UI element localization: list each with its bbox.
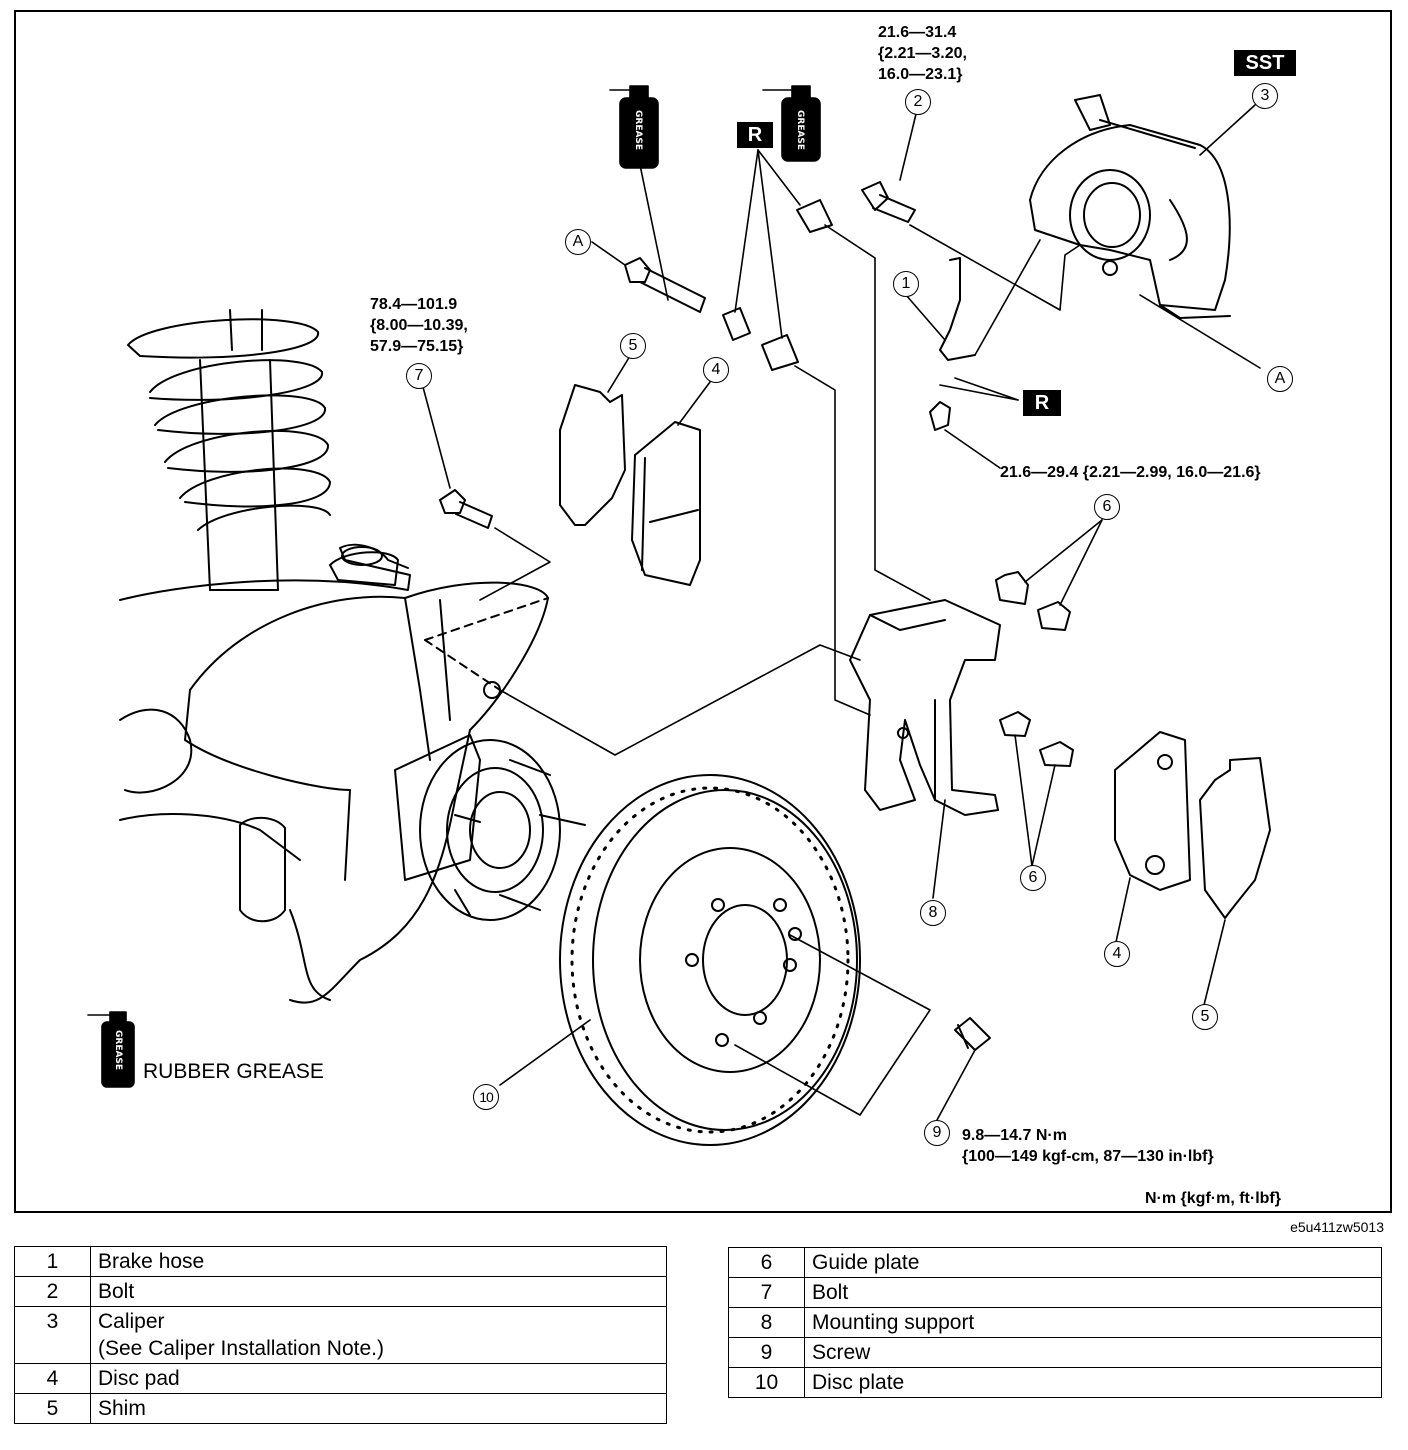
callout-8: 8: [920, 900, 946, 926]
grease-tube-text-2: GREASE: [795, 110, 805, 150]
callout-7: 7: [406, 363, 432, 389]
torque-spec-bolt-2: 21.6—31.4 {2.21—3.20, 16.0—23.1}: [878, 24, 967, 83]
callout-6-bottom: 6: [1020, 865, 1046, 891]
part-note: (See Caliper Installation Note.): [98, 1337, 384, 1360]
part-name-with-note: Caliper (See Caliper Installation Note.): [90, 1306, 667, 1364]
callout-4-top: 4: [703, 357, 729, 383]
exploded-view-drawing: GREASE GREASE GREASE: [87, 85, 1271, 1146]
part-number: 5: [14, 1393, 91, 1424]
part-number: 6: [728, 1247, 805, 1278]
callout-5-top: 5: [620, 333, 646, 359]
torque-spec-screw-9: 9.8—14.7 N·m {100—149 kgf-cm, 87—130 in·…: [962, 1127, 1214, 1165]
grease-tube-text-1: GREASE: [633, 110, 643, 150]
part-name: Shim: [90, 1393, 667, 1424]
knuckle-drawing: [119, 543, 549, 1004]
table-row: 4 Disc pad: [14, 1363, 667, 1394]
grease-tube-text-3: GREASE: [113, 1030, 123, 1070]
guide-plates-drawing: [995, 571, 1074, 767]
torque-units-note: N·m {kgf·m, ft·lbf}: [1145, 1190, 1281, 1207]
callout-5-right: 5: [1192, 1004, 1218, 1030]
part-number: 8: [728, 1307, 805, 1338]
part-name: Bolt: [90, 1276, 667, 1307]
mounting-support-drawing: [849, 599, 1001, 816]
table-row: 8 Mounting support: [728, 1307, 1382, 1338]
callout-4-right: 4: [1104, 941, 1130, 967]
hardware-drawing: [439, 181, 991, 1051]
table-row: 9 Screw: [728, 1337, 1382, 1368]
leader-lines: [422, 104, 1261, 1121]
replace-tag-bushings: R: [737, 122, 773, 148]
part-name: Caliper: [98, 1310, 165, 1333]
diagram-frame: [14, 10, 1392, 1213]
callout-3: 3: [1252, 83, 1278, 109]
callout-10: 10: [473, 1084, 499, 1110]
torque-spec-hose-bolt: 21.6—29.4 {2.21—2.99, 16.0—21.6}: [1000, 464, 1261, 481]
sst-tag: SST: [1234, 50, 1296, 76]
part-number: 2: [14, 1276, 91, 1307]
part-name: Brake hose: [90, 1246, 667, 1277]
part-name: Mounting support: [804, 1307, 1382, 1338]
part-name: Bolt: [804, 1277, 1382, 1308]
replace-tag-hose: R: [1023, 390, 1061, 416]
part-name: Screw: [804, 1337, 1382, 1368]
table-row: 6 Guide plate: [728, 1247, 1382, 1278]
rubber-grease-legend: RUBBER GREASE: [143, 1060, 324, 1083]
part-name: Disc plate: [804, 1367, 1382, 1398]
strut-spring-drawing: [127, 309, 331, 591]
point-a-callout-left: A: [565, 229, 591, 255]
figure-code: e5u411zw5013: [1290, 1219, 1384, 1235]
callout-9: 9: [924, 1120, 950, 1146]
point-a-callout-right: A: [1267, 366, 1293, 392]
caliper-drawing: [1029, 94, 1231, 319]
table-row: 10 Disc plate: [728, 1367, 1382, 1398]
grease-tube-icons: [87, 85, 821, 1088]
pads-and-shims-drawing: [559, 384, 1271, 919]
part-number: 7: [728, 1277, 805, 1308]
part-name: Guide plate: [804, 1247, 1382, 1278]
hub-drawing: [394, 734, 586, 921]
table-row: 1 Brake hose: [14, 1246, 667, 1277]
parts-table-left: 1 Brake hose 2 Bolt 3 Caliper (See Calip…: [14, 1246, 667, 1424]
table-row: 5 Shim: [14, 1393, 667, 1424]
table-row: 7 Bolt: [728, 1277, 1382, 1308]
callout-1: 1: [893, 271, 919, 297]
table-row: 2 Bolt: [14, 1276, 667, 1307]
part-name: Disc pad: [90, 1363, 667, 1394]
table-row: 3 Caliper (See Caliper Installation Note…: [14, 1306, 667, 1364]
callout-2: 2: [905, 89, 931, 115]
torque-spec-bolt-7: 78.4—101.9 {8.00—10.39, 57.9—75.15}: [370, 296, 468, 355]
part-number: 9: [728, 1337, 805, 1368]
parts-table-right: 6 Guide plate 7 Bolt 8 Mounting support …: [728, 1247, 1382, 1398]
part-number: 1: [14, 1246, 91, 1277]
disc-plate-drawing: [559, 774, 861, 1146]
part-number: 10: [728, 1367, 805, 1398]
part-number: 3: [14, 1306, 91, 1364]
callout-6-top: 6: [1094, 494, 1120, 520]
part-number: 4: [14, 1363, 91, 1394]
